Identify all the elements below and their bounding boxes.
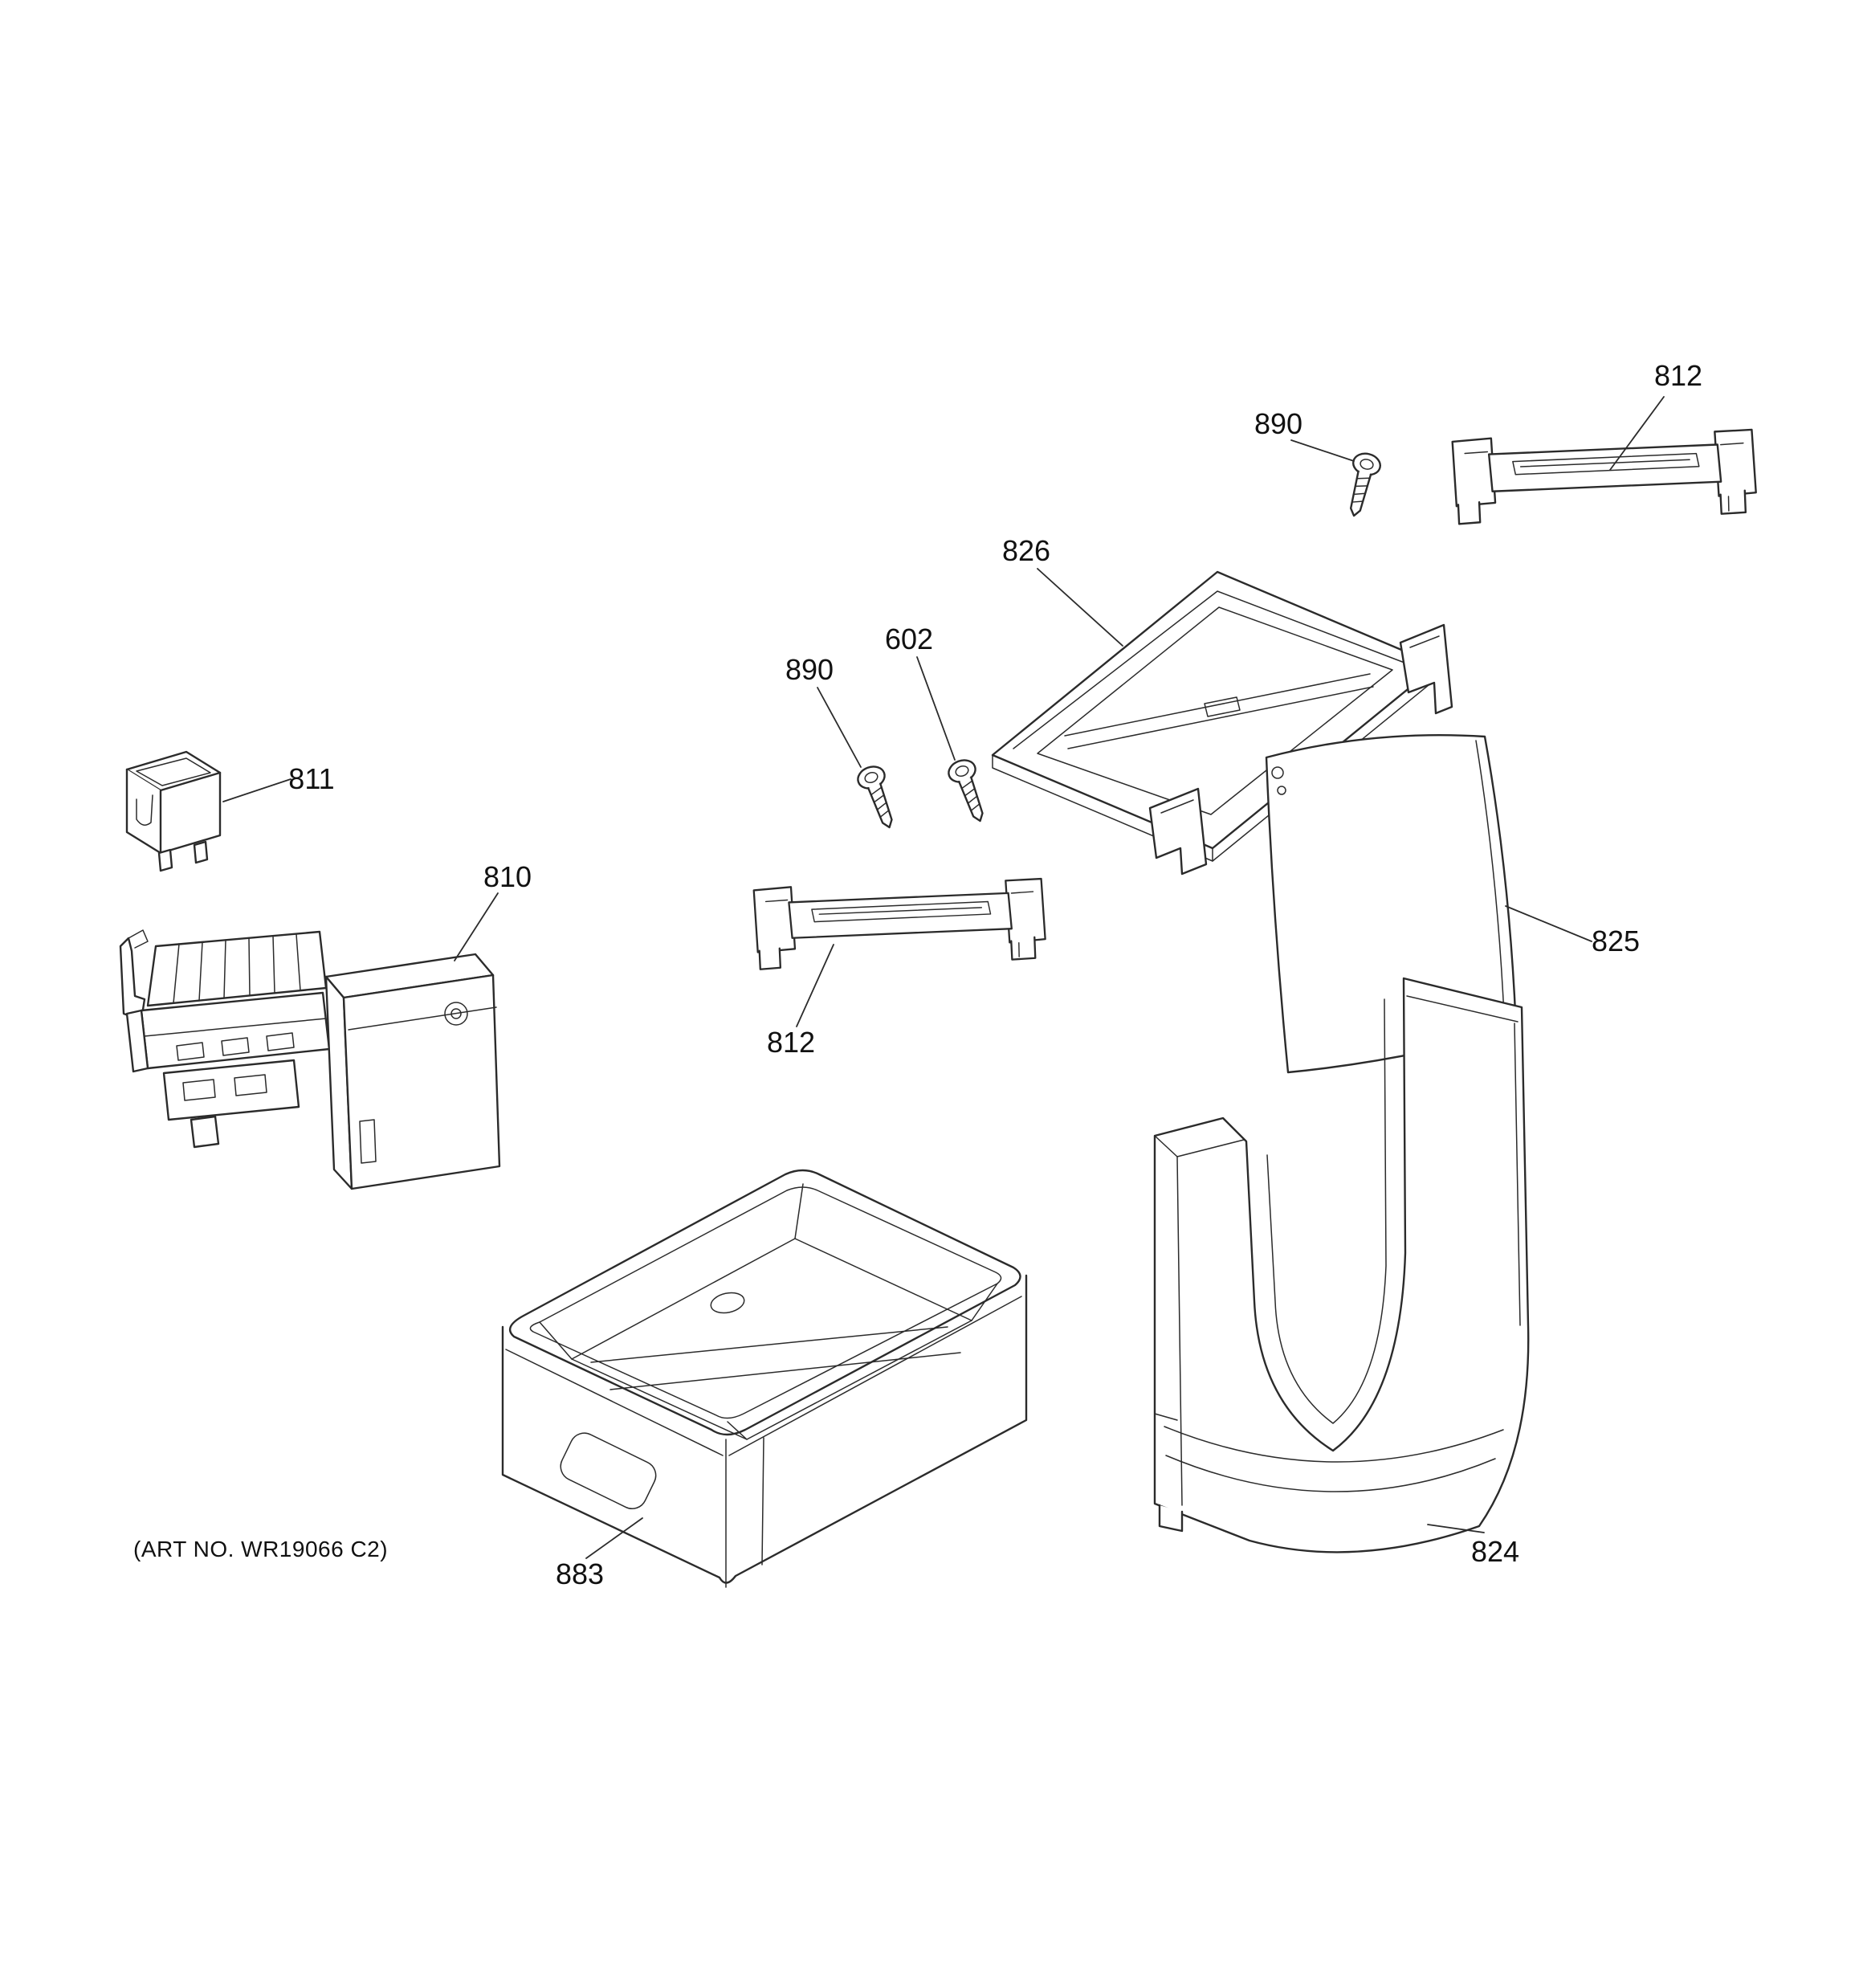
callout-label-826: 826 — [1002, 534, 1050, 567]
callout-label-810: 810 — [483, 860, 532, 893]
callout-label-811: 811 — [288, 762, 334, 795]
callout-label-602: 602 — [885, 623, 933, 655]
callout-bucket-883: 883 — [556, 1517, 643, 1590]
callout-label-824: 824 — [1471, 1535, 1519, 1568]
part-icemaker-810 — [119, 929, 501, 1190]
part-bucket-883 — [501, 1169, 1028, 1588]
callout-label-890-top: 890 — [1254, 407, 1302, 440]
part-screw-602 — [944, 755, 994, 827]
callout-label-812-top: 812 — [1654, 359, 1702, 392]
callout-panel-825: 825 — [1505, 905, 1640, 957]
callout-label-890-mid: 890 — [785, 653, 834, 686]
part-cup-bracket-811 — [125, 750, 222, 872]
art-number-text: (ART NO. WR19066 C2) — [133, 1537, 388, 1561]
callout-label-883: 883 — [556, 1557, 604, 1590]
callout-icemaker-810: 810 — [454, 860, 532, 961]
part-rail-mid-812 — [750, 867, 1049, 981]
part-rail-top-812 — [1448, 418, 1759, 536]
callout-label-825: 825 — [1592, 925, 1640, 957]
part-screw-top-890 — [1339, 450, 1384, 520]
callout-shelf-frame-826: 826 — [1002, 534, 1123, 647]
callout-screw-top-890: 890 — [1254, 407, 1355, 462]
part-panel-825 — [1265, 733, 1518, 1074]
diagram-root-group: 812 890 826 602 890 811 810 812 — [119, 359, 1759, 1590]
callout-cover-824: 824 — [1427, 1524, 1519, 1568]
callout-label-812-mid: 812 — [767, 1026, 815, 1059]
callout-rail-top-812: 812 — [1609, 359, 1702, 471]
callout-screw-602: 602 — [885, 623, 956, 761]
callout-screw-mid-890: 890 — [785, 653, 862, 768]
part-cover-824 — [1153, 977, 1530, 1553]
callout-cup-bracket-811: 811 — [222, 762, 335, 802]
callout-rail-mid-812: 812 — [767, 944, 834, 1059]
part-screw-mid-890 — [854, 761, 903, 834]
